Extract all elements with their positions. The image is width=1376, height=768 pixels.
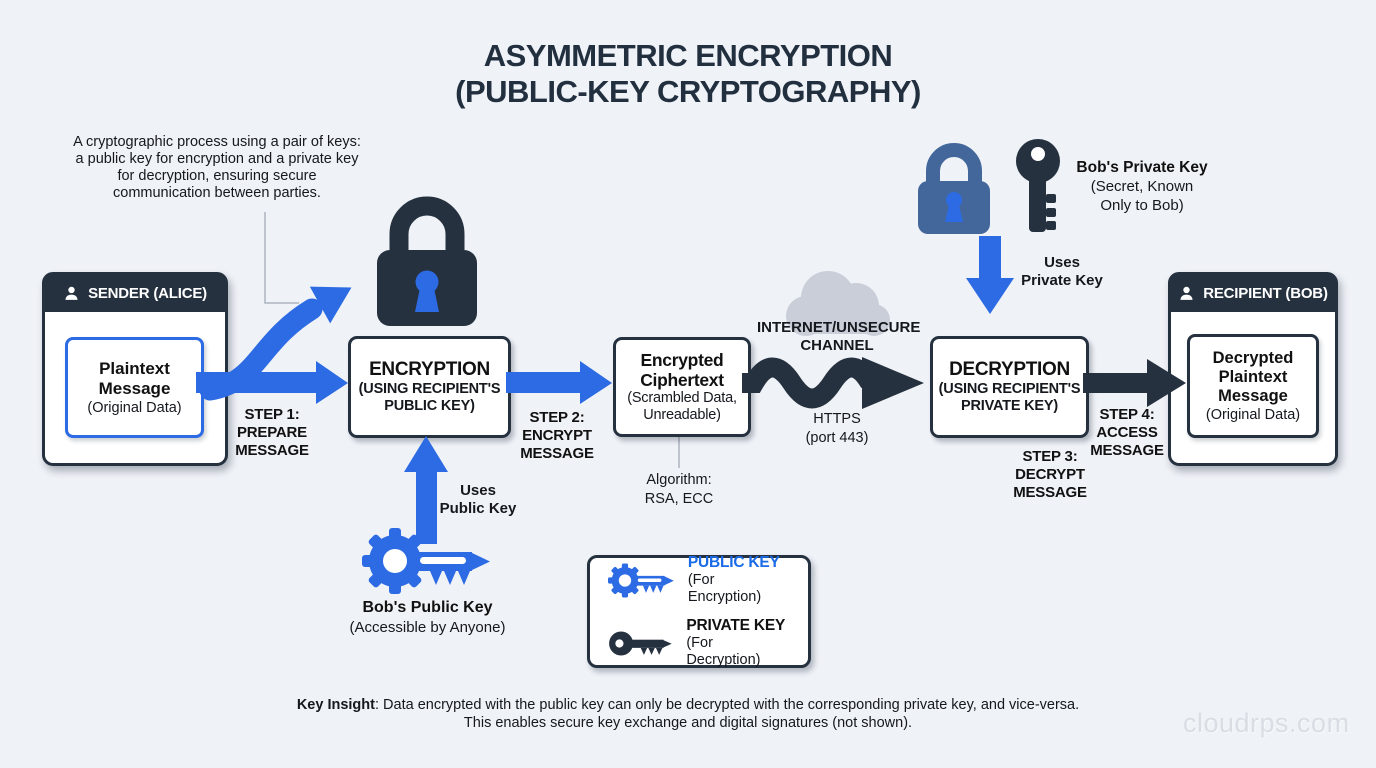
title-line-2: (PUBLIC-KEY CRYPTOGRAPHY): [455, 74, 921, 109]
decryption-box: DECRYPTION (USING RECIPIENT'S PRIVATE KE…: [930, 336, 1089, 438]
encryption-sub: (USING RECIPIENT'S PUBLIC KEY): [358, 381, 501, 414]
ciphertext-sub: (Scrambled Data, Unreadable): [627, 390, 737, 423]
key-insight-label: Key Insight: [296, 697, 375, 713]
key-insight-line2: This enables secure key exchange and dig…: [463, 714, 913, 731]
person-icon: [65, 286, 78, 300]
encryption-box: ENCRYPTION (USING RECIPIENT'S PUBLIC KEY…: [348, 336, 511, 438]
plaintext-message-box: Plaintext Message (Original Data): [65, 337, 204, 438]
key-insight: Key Insight: Data encrypted with the pub…: [0, 697, 1376, 732]
ciphertext-title: Encrypted Ciphertext: [640, 350, 724, 390]
person-icon: [1180, 286, 1193, 300]
step4-label: STEP 4: ACCESS MESSAGE: [1090, 406, 1164, 459]
uses-public-key-label: Uses Public Key: [439, 482, 517, 517]
channel-protocol: HTTPS (port 443): [805, 411, 869, 446]
legend-private-sub: (For Decryption): [686, 635, 761, 668]
title-line-1: ASYMMETRIC ENCRYPTION: [483, 38, 893, 73]
legend-public-sub: (For Encryption): [687, 572, 762, 605]
channel-label: INTERNET/UNSECURE CHANNEL: [757, 319, 921, 354]
page-title: ASYMMETRIC ENCRYPTION (PUBLIC-KEY CRYPTO…: [0, 38, 1376, 110]
public-key-caption-title: Bob's Public Key: [362, 599, 493, 616]
ciphertext-box: Encrypted Ciphertext (Scrambled Data, Un…: [613, 337, 751, 437]
plaintext-message-title: Plaintext Message: [98, 358, 171, 398]
public-key-caption-sub: (Accessible by Anyone): [349, 619, 506, 636]
recipient-header-label: RECIPIENT (BOB): [1203, 285, 1328, 302]
public-key-caption: Bob's Public Key (Accessible by Anyone): [330, 598, 525, 637]
private-key-caption: Bob's Private Key (Secret, Known Only to…: [1067, 158, 1217, 215]
step3-label: STEP 3: DECRYPT MESSAGE: [1013, 448, 1087, 501]
plaintext-message-sub: (Original Data): [87, 399, 182, 416]
description-connector-line: [264, 212, 299, 304]
legend-public-title: PUBLIC KEY: [687, 554, 780, 571]
private-key-caption-sub: (Secret, Known Only to Bob): [1090, 178, 1194, 214]
legend-private-row: PRIVATE KEY (For Decryption): [608, 617, 790, 669]
encryption-title: ENCRYPTION: [369, 359, 490, 380]
uses-private-key-label: Uses Private Key: [1021, 254, 1103, 289]
sender-card-header: SENDER (ALICE): [45, 275, 225, 312]
watermark: cloudrps.com: [1183, 708, 1350, 738]
key-icon: [609, 631, 672, 655]
description-text: A cryptographic process using a pair of …: [73, 134, 361, 201]
legend-private-title: PRIVATE KEY: [686, 617, 786, 634]
decryption-sub: (USING RECIPIENT'S PRIVATE KEY): [938, 381, 1081, 414]
step2-label: STEP 2: ENCRYPT MESSAGE: [520, 409, 594, 462]
step1-label: STEP 1: PREPARE MESSAGE: [235, 406, 309, 459]
decrypted-message-title: Decrypted Plaintext Message: [1212, 348, 1294, 405]
gear-key-icon: [608, 563, 674, 597]
key-insight-line1: Key Insight: Data encrypted with the pub…: [0, 697, 1376, 715]
decryption-title: DECRYPTION: [949, 359, 1070, 380]
private-key-caption-title: Bob's Private Key: [1076, 159, 1208, 176]
decrypted-message-sub: (Original Data): [1205, 406, 1301, 423]
recipient-card-header: RECIPIENT (BOB): [1171, 275, 1335, 312]
sender-header-label: SENDER (ALICE): [88, 285, 207, 302]
key-legend: PUBLIC KEY (For Encryption) PRIVATE KEY …: [587, 554, 811, 669]
cloud-icon: [786, 271, 890, 336]
algorithm-note: Algorithm: RSA, ECC: [644, 472, 714, 507]
decrypted-message-box: Decrypted Plaintext Message (Original Da…: [1187, 334, 1319, 438]
key-insight-text: : Data encrypted with the public key can…: [374, 697, 1080, 713]
legend-public-row: PUBLIC KEY (For Encryption): [608, 554, 790, 606]
